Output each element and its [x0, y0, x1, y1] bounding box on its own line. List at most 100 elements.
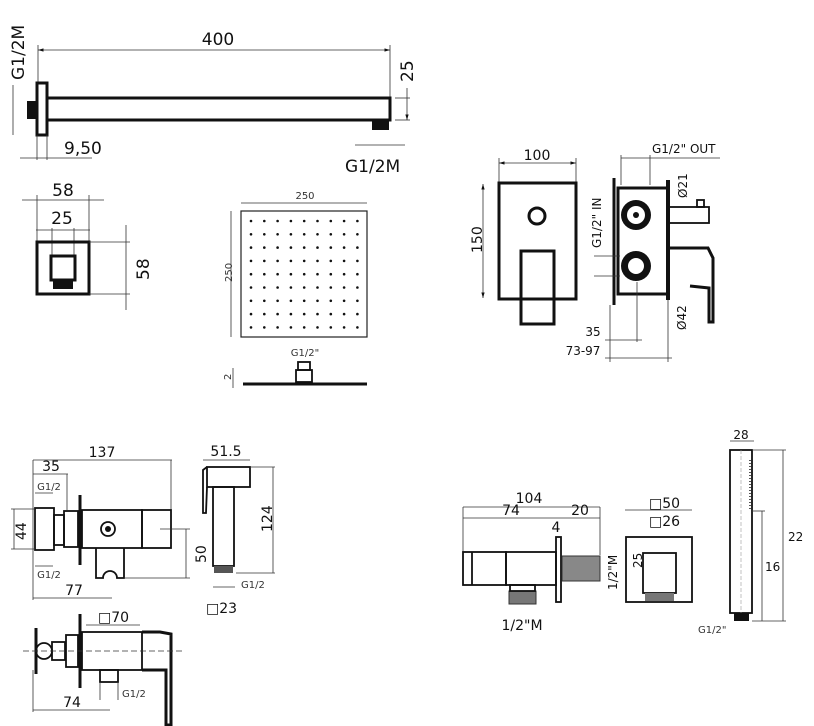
mixer-height-label: 150 [470, 226, 486, 253]
mixer-depth-label: 74 [63, 695, 81, 711]
nozzle-dot [249, 233, 253, 236]
spray-width-label: 51.5 [210, 444, 241, 460]
nozzle-dot [276, 233, 279, 236]
nozzle-dot [289, 286, 293, 289]
nozzle-dot [249, 312, 253, 316]
inlet-depth-label: 35 [42, 459, 60, 475]
nozzle-dot [342, 326, 346, 329]
nozzle-dot [316, 272, 319, 276]
bottom-thread-label: G1/2 [37, 570, 61, 581]
nozzle-dot [249, 219, 253, 223]
nozzle-dot [342, 219, 346, 223]
hand-length-label: 22 [788, 530, 803, 544]
mixer-width-label: 100 [524, 148, 551, 164]
nozzle-dot [276, 219, 279, 223]
nozzle-dot [356, 259, 359, 263]
outlet-plate-label: 4 [552, 520, 561, 536]
nozzle-dot [249, 259, 253, 263]
bidet-spray-drawing: 51.5 124 G1/2 □23 [202, 444, 276, 617]
nozzle-dot [263, 246, 266, 249]
head-width-label: 250 [295, 191, 314, 202]
nozzle-dot [276, 246, 279, 249]
nozzle-dot [289, 272, 293, 276]
shower-head-drawing: 250 250 G1/2" 2 [223, 191, 368, 388]
nozzle-dot [263, 326, 266, 329]
flange-height-label: 58 [134, 258, 154, 280]
nozzle-dot [329, 312, 333, 316]
outlet-side-thread-label: 1/2"M [606, 555, 620, 590]
bidet-valve-drawing: 137 35 G1/2 44 G1/2 77 50 [11, 445, 210, 600]
nozzle-dot [276, 286, 279, 289]
wall-thread-label: G1/2M [9, 25, 29, 80]
arm-height-label: 25 [398, 60, 418, 82]
nozzle-dot [263, 272, 266, 276]
concealed-mixer-drawing: 100 150 G1/2" OUT Ø21 G1/2" IN Ø42 35 73… [470, 142, 720, 362]
nozzle-dot [316, 312, 319, 316]
nozzle-dot [356, 326, 359, 329]
nozzle-dot [263, 219, 266, 223]
nozzle-dot [302, 246, 306, 249]
spray-length-label: 124 [260, 505, 276, 532]
nozzle-dot [342, 299, 346, 303]
nozzle-dot [329, 326, 333, 329]
head-thickness-label: 2 [223, 374, 234, 380]
nozzle-dot [289, 326, 293, 329]
nozzle-dot [276, 312, 279, 316]
nozzle-dot [329, 246, 333, 249]
top-thread-label: G1/2 [37, 482, 61, 493]
nozzle-dot [316, 326, 319, 329]
nozzle-dot [302, 312, 306, 316]
nozzle-dot [302, 272, 306, 276]
outlet-bottom-thread-label: 1/2"M [501, 618, 542, 634]
nozzle-dot [249, 299, 253, 303]
spray-square-label: □23 [206, 601, 237, 617]
nozzle-dot [329, 299, 333, 303]
nozzle-dot [263, 286, 266, 289]
holder-drop-label: 50 [194, 545, 210, 563]
nozzle-dot [263, 233, 266, 236]
outlet-thread-len-label: 20 [571, 503, 589, 519]
nozzle-dot [316, 299, 319, 303]
nozzle-dot [289, 312, 293, 316]
shower-arm-drawing: 400 G1/2M 25 9,50 G1/2M [9, 25, 418, 177]
plate-square-label: □50 [649, 496, 680, 512]
nozzle-dot [249, 246, 253, 249]
nozzle-dot [329, 219, 333, 223]
nozzle-dot [329, 286, 333, 289]
outlet-thread-label: G1/2" OUT [652, 142, 716, 156]
nozzle-dot [249, 272, 253, 276]
nozzle-dot [263, 259, 266, 263]
nozzle-dot [316, 286, 319, 289]
nozzle-dot [289, 246, 293, 249]
hand-spray-label: 16 [765, 560, 780, 574]
nozzle-dot [316, 219, 319, 223]
nozzle-dot [302, 286, 306, 289]
nozzle-dot [342, 233, 346, 236]
nozzle-dot [249, 286, 253, 289]
outlet-total-label: 104 [516, 491, 543, 507]
nozzle-dot [249, 326, 253, 329]
nozzle-dot [263, 312, 266, 316]
handle-dia-label: Ø42 [675, 305, 689, 330]
hand-shower-drawing: 28 22 16 G1/2" [698, 428, 803, 636]
mixer-square-label: □70 [98, 610, 129, 626]
nozzle-dot [356, 299, 359, 303]
nozzle-dot [316, 246, 319, 249]
hand-thread-label: G1/2" [698, 625, 726, 636]
nozzle-dot [356, 272, 359, 276]
nozzle-dot [356, 219, 359, 223]
valve-height-label: 44 [14, 522, 30, 540]
nozzle-dot [316, 259, 319, 263]
nozzle-dot [356, 233, 359, 236]
body-square-label: □26 [649, 514, 680, 530]
nozzle-dot [342, 312, 346, 316]
flange-width-label: 58 [52, 181, 74, 201]
nozzle-dot [356, 246, 359, 249]
nozzle-dot [302, 233, 306, 236]
nozzle-dot [329, 233, 333, 236]
nozzle-dot [356, 312, 359, 316]
nozzle-dot [342, 272, 346, 276]
nozzle-dot [276, 326, 279, 329]
nozzle-dot [342, 286, 346, 289]
